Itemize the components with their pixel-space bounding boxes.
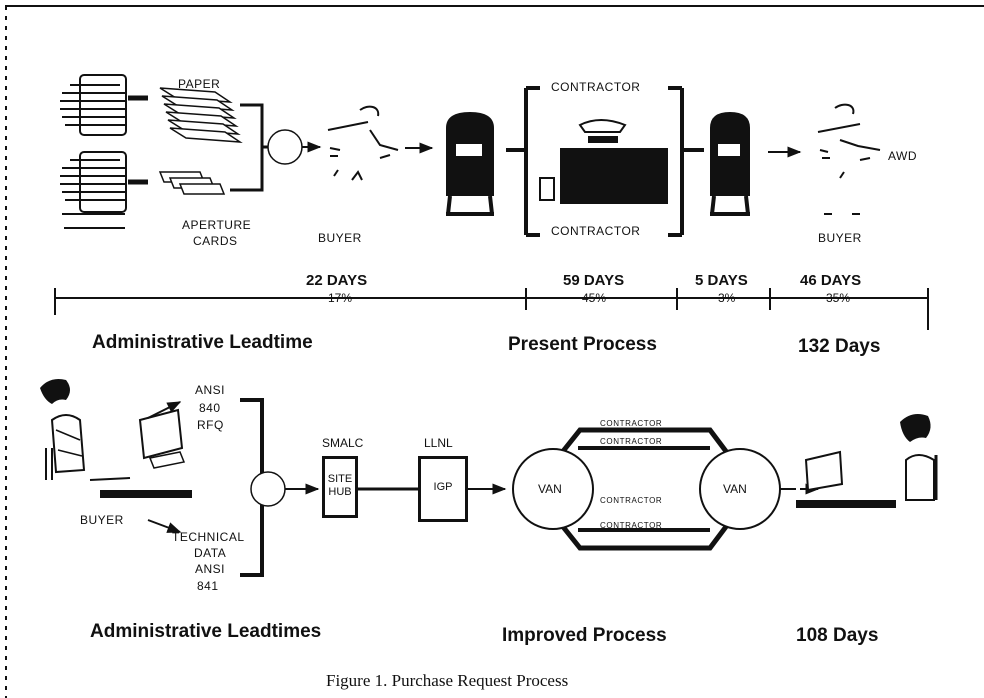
site-hub-line1: SITE: [327, 473, 353, 485]
buyer-figure-icon: [327, 105, 399, 181]
present-total-days: 132 Days: [798, 336, 881, 357]
mailbox-icon: [710, 112, 750, 216]
improved-process-caption: Improved Process: [502, 625, 667, 646]
improved-total-days: 108 Days: [796, 625, 879, 646]
contractor-label-top: CONTRACTOR: [548, 81, 644, 93]
ansi-840-line2: 840: [199, 401, 221, 415]
paper-label: PAPER: [178, 77, 221, 91]
segment-days: 46 DAYS: [800, 272, 862, 289]
contractor-bar-label: CONTRACTOR: [600, 496, 663, 505]
ansi-840-line1: ANSI: [195, 383, 226, 397]
van-left-label: VAN: [538, 482, 562, 496]
contractor-desk-icon: [539, 119, 668, 204]
junction-circle: [250, 471, 286, 507]
technical-line2: DATA: [194, 546, 227, 560]
aperture-label-line1: APERTURE: [182, 218, 252, 232]
segment-days: 22 DAYS: [306, 272, 368, 289]
technical-line4: 841: [197, 579, 219, 593]
present-left-caption: Administrative Leadtime: [92, 332, 313, 353]
document-stack-icon: [60, 74, 127, 229]
segment-percent: 45%: [582, 291, 607, 305]
ansi-840-line3: RFQ: [197, 418, 224, 432]
contractor-bar-label: CONTRACTOR: [600, 521, 663, 530]
buyer-label-1: BUYER: [318, 231, 362, 245]
mailbox-icon: [446, 112, 494, 216]
improved-left-caption: Administrative Leadtimes: [90, 621, 322, 642]
present-process-caption: Present Process: [508, 334, 657, 355]
contractor-bar-label: CONTRACTOR: [600, 419, 663, 428]
site-hub-box: SITE HUB: [322, 456, 358, 518]
segment-percent: 3%: [718, 291, 736, 305]
junction-circle: [267, 129, 303, 165]
aperture-cards-icon: [158, 171, 226, 195]
segment-percent: 35%: [826, 291, 851, 305]
buyer-label-2: BUYER: [818, 231, 862, 245]
van-network: [512, 427, 781, 551]
van-right-label: VAN: [723, 482, 747, 496]
paper-sheets-icon: [159, 87, 243, 143]
contractor-bar-label: CONTRACTOR: [600, 437, 663, 446]
technical-line1: TECHNICAL: [172, 530, 245, 544]
merge-bracket: [238, 103, 264, 192]
contractor-label-bottom: CONTRACTOR: [548, 225, 644, 237]
buyer-figure-icon: [817, 103, 881, 215]
igp-box: IGP: [418, 456, 468, 522]
segment-days: 59 DAYS: [563, 272, 625, 289]
technical-line3: ANSI: [195, 562, 226, 576]
smalc-label: SMALC: [322, 436, 364, 450]
buyer-at-terminal-icon: [40, 379, 192, 498]
buyer-label-bottom: BUYER: [80, 513, 124, 527]
llnl-label: LLNL: [424, 436, 453, 450]
figure-caption: Figure 1. Purchase Request Process: [326, 671, 569, 690]
igp-label: IGP: [433, 481, 453, 493]
buyer-at-terminal-icon: [796, 414, 938, 508]
timeline-axis: [54, 288, 929, 330]
aperture-label-line2: CARDS: [193, 234, 238, 248]
site-hub-line2: HUB: [328, 486, 352, 499]
awd-label: AWD: [888, 149, 918, 163]
segment-percent: 17%: [328, 291, 353, 305]
segment-days: 5 DAYS: [695, 272, 748, 289]
